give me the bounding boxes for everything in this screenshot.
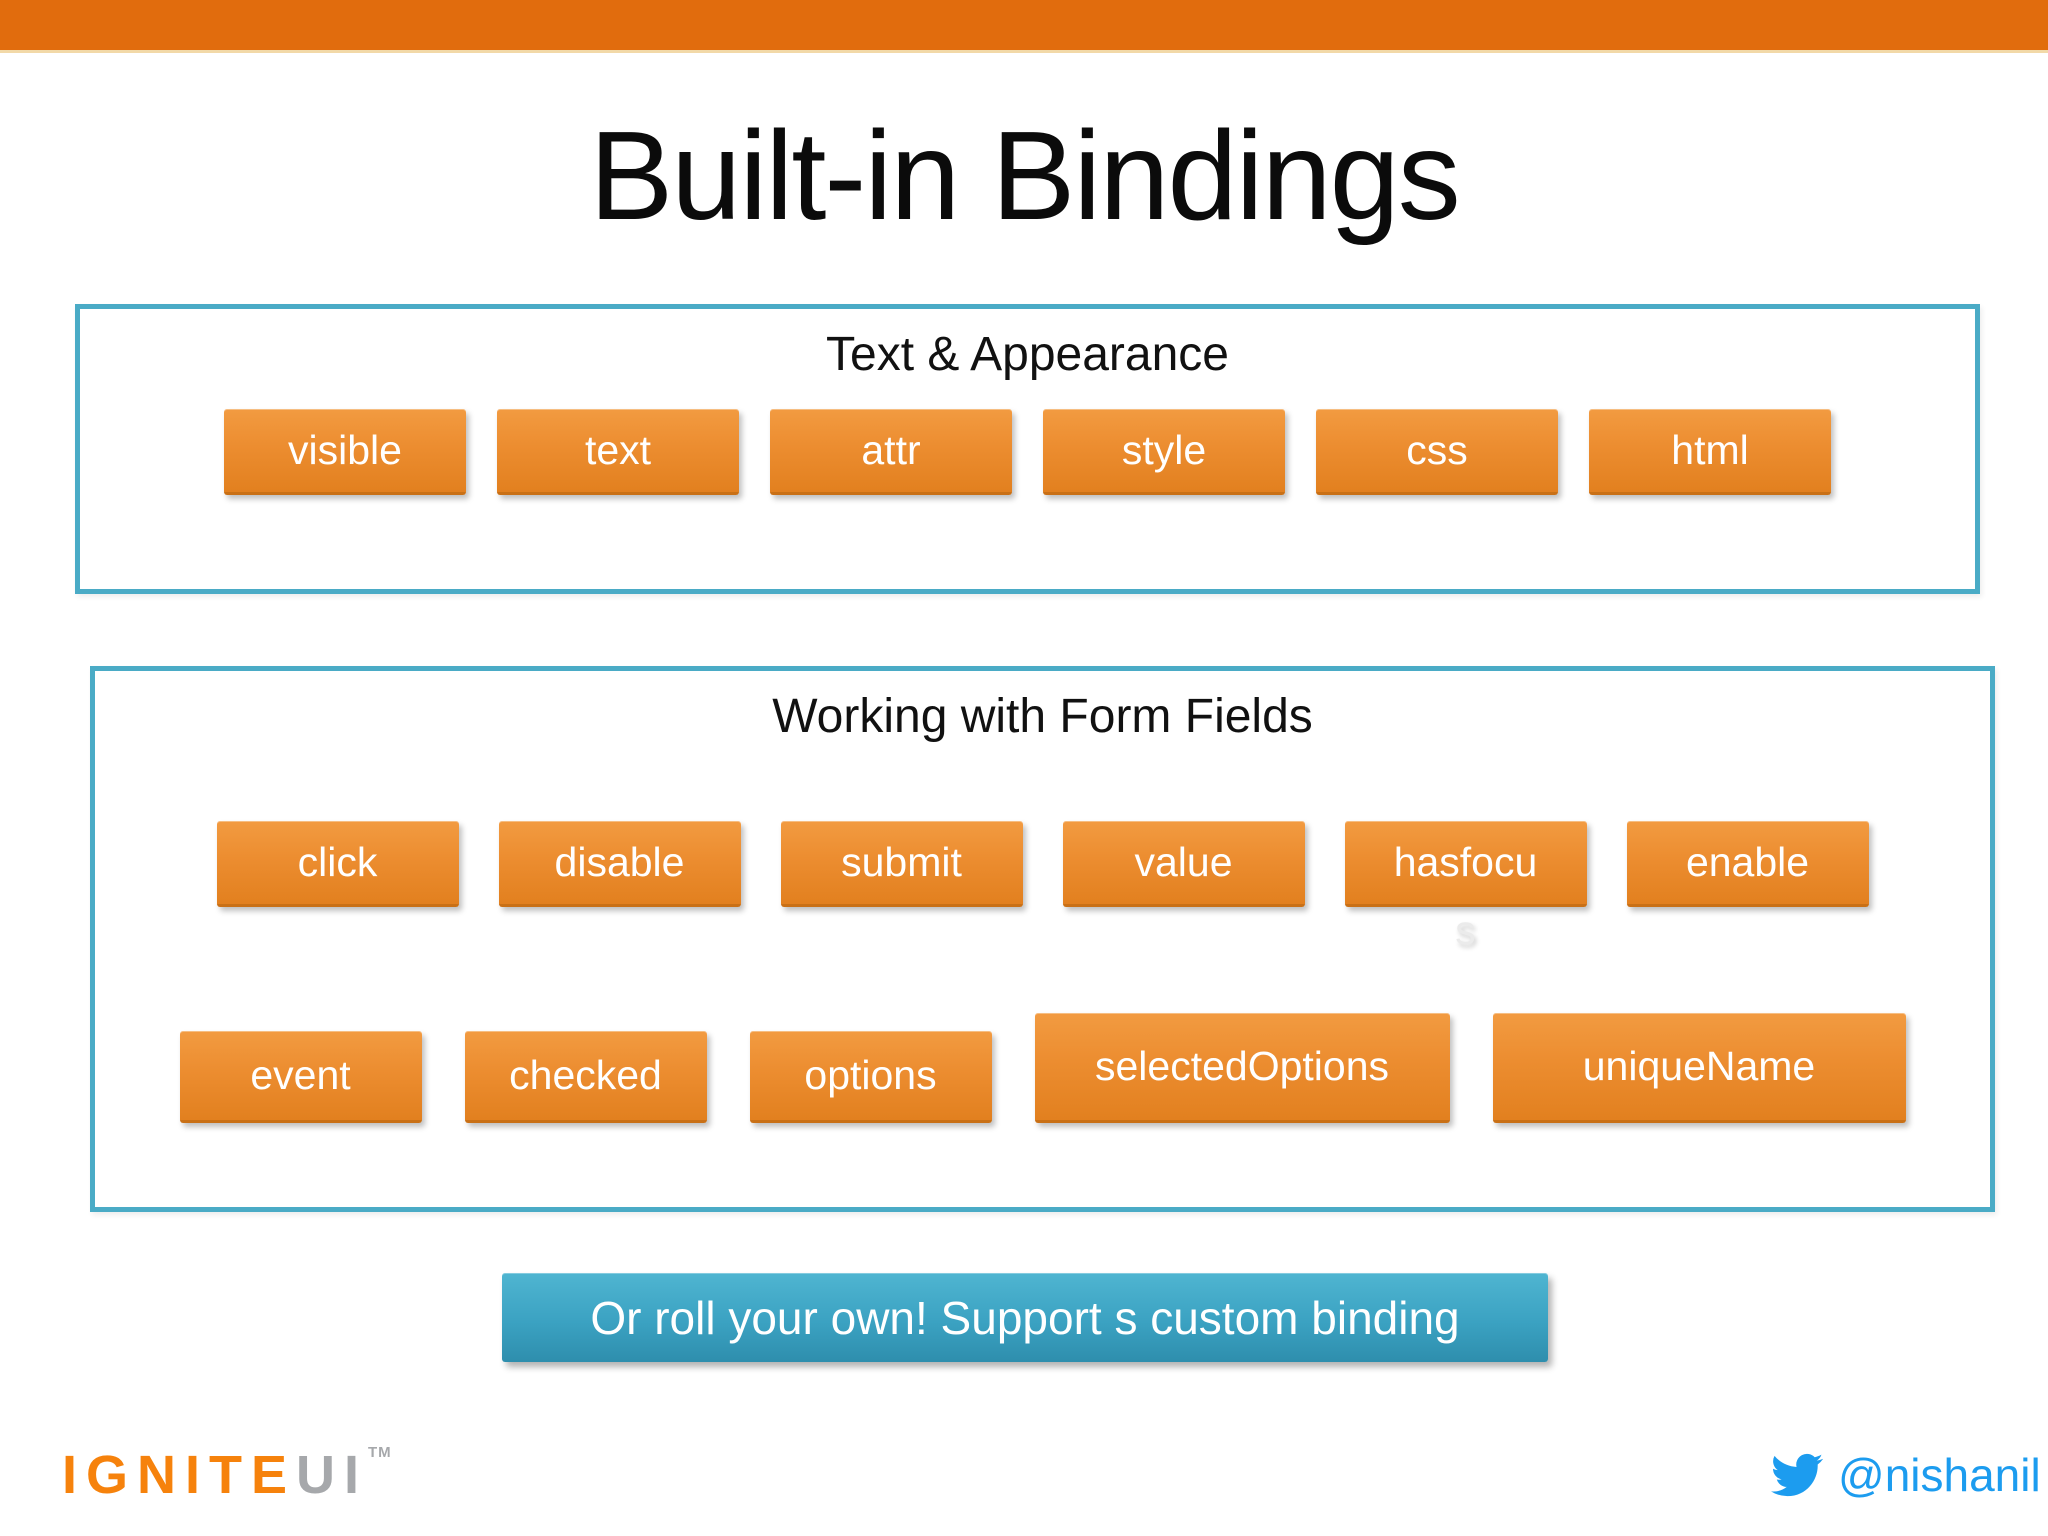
igniteui-logo: IGNITEUITM xyxy=(62,1444,392,1506)
text-appearance-group: Text & Appearance visible text attr styl… xyxy=(75,304,1980,594)
binding-chip-enable: enable xyxy=(1626,821,1869,907)
binding-chip-attr: attr xyxy=(770,409,1012,495)
slide-title: Built-in Bindings xyxy=(589,105,1460,246)
twitter-handle: @nishanil xyxy=(1838,1449,2041,1501)
binding-chip-text: text xyxy=(497,409,739,495)
hasfocus-overflow-letter: s xyxy=(1455,907,1476,953)
custom-binding-banner: Or roll your own! Support s custom bindi… xyxy=(502,1273,1548,1362)
binding-chip-hasfocus-label: hasfocu xyxy=(1393,839,1538,885)
top-accent-bar xyxy=(0,0,2048,53)
binding-chip-css: css xyxy=(1316,409,1558,495)
binding-chip-submit: submit xyxy=(780,821,1023,907)
binding-chip-event: event xyxy=(179,1031,422,1123)
form-fields-row-2: event checked options selectedOptions un… xyxy=(95,1013,1990,1123)
binding-chip-html: html xyxy=(1589,409,1831,495)
twitter-attribution: @nishanil xyxy=(1766,1448,2041,1502)
form-fields-row-1: click disable submit value hasfocu s ena… xyxy=(95,821,1990,953)
logo-ignite-text: IGNITE xyxy=(62,1445,297,1505)
binding-chip-uniquename: uniqueName xyxy=(1492,1013,1906,1123)
binding-chip-style: style xyxy=(1043,409,1285,495)
binding-chip-click: click xyxy=(216,821,459,907)
group-title-form-fields: Working with Form Fields xyxy=(772,690,1313,743)
form-fields-group: Working with Form Fields click disable s… xyxy=(90,666,1995,1212)
binding-chip-checked: checked xyxy=(464,1031,707,1123)
binding-chip-value: value xyxy=(1062,821,1305,907)
logo-trademark: TM xyxy=(368,1444,392,1461)
binding-chip-disable: disable xyxy=(498,821,741,907)
twitter-icon xyxy=(1766,1449,1828,1501)
binding-chip-selectedoptions: selectedOptions xyxy=(1034,1013,1450,1123)
binding-chip-visible: visible xyxy=(224,409,466,495)
binding-chip-options: options xyxy=(749,1031,992,1123)
binding-chip-hasfocus: hasfocu s xyxy=(1344,821,1587,953)
group-title-text-appearance: Text & Appearance xyxy=(826,328,1229,381)
logo-ui-text: UI xyxy=(296,1445,369,1505)
text-appearance-row: visible text attr style css html xyxy=(80,409,1975,495)
